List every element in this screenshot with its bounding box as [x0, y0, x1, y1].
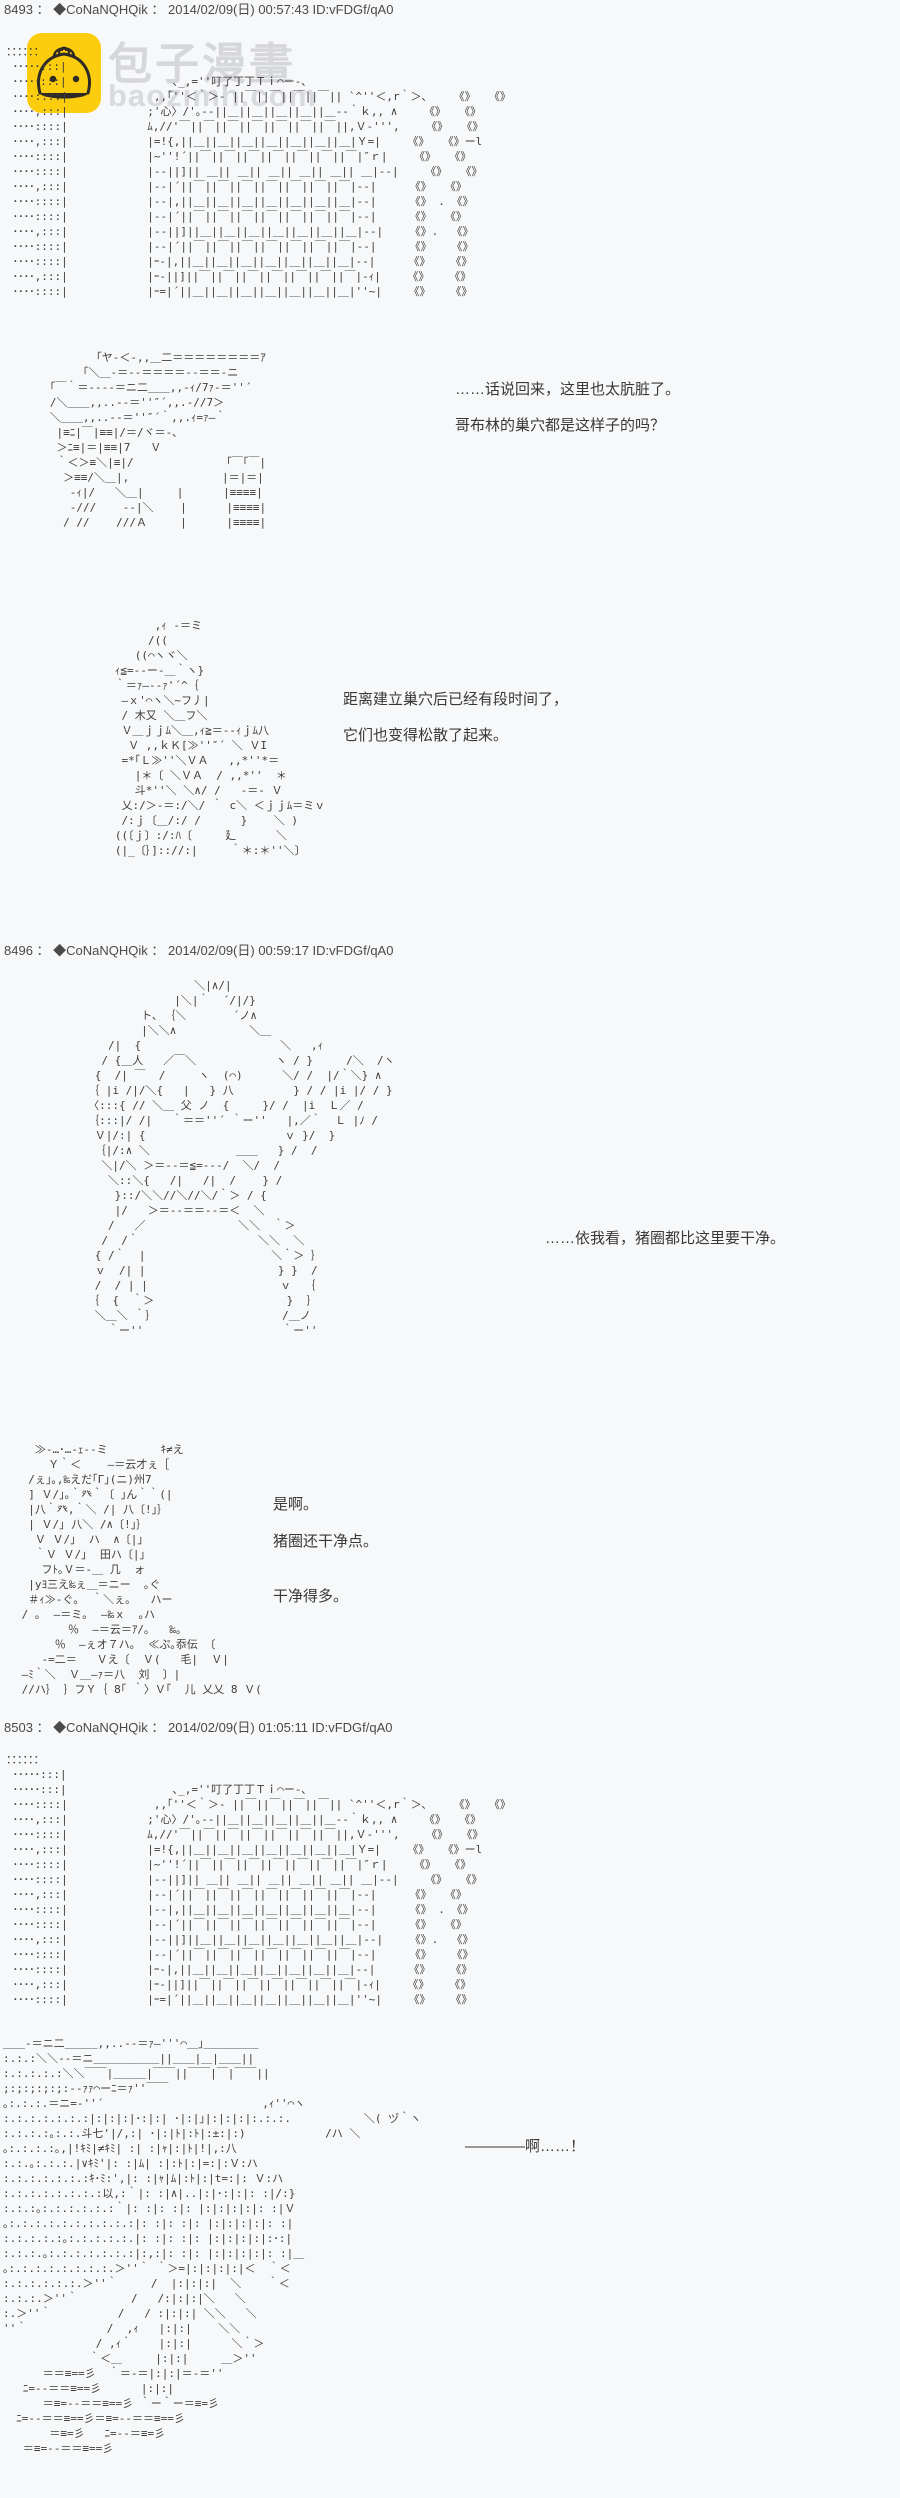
- dialogue-line-1: ……话说回来，这里也太肮脏了。: [455, 381, 681, 398]
- post-header-8493: 8493 ： ◆CoNaNQHQik ： 2014/02/09(日) 00:57…: [4, 2, 394, 17]
- post-header-8503: 8503 ： ◆CoNaNQHQik ： 2014/02/09(日) 01:05…: [4, 1720, 393, 1735]
- ascii-art-finale-scene: ＿＿-＝ニ二＿＿＿,,..--＝ｧ―'''⌒＿｣＿＿＿＿＿ :.:.:＼＼--＝…: [3, 2037, 422, 2455]
- watermark-title: 包子漫畫: [108, 40, 296, 89]
- ascii-art-crossbow: ｢ヤ-＜-,,＿二＝＝＝＝＝＝＝＝ｱ ｢＼＿-＝--＝＝＝＝--＝＝-ニ ｢￣｀…: [49, 351, 267, 529]
- dialogue-line-3: 距离建立巢穴后已经有段时间了，: [343, 691, 569, 708]
- baozi-logo-icon: [27, 33, 101, 113]
- ascii-art-goblin: ,ｨ -＝ミ /(( ((⌒ヽヾ＼ ｨ≦=-‐ー-＿｀ヽ} ｀＝ｧ―--ｧ'´^…: [114, 619, 326, 857]
- site-watermark: 包子漫畫 baozimh.com: [0, 0, 420, 140]
- ascii-art-goblin-cage-2: ：：：：：： ･････:::| ･････:::| ､_,=''叮了丁丁Ｔｉ⌒…: [6, 1753, 511, 2006]
- ascii-art-goblin-cage: ：：：：：： ･････:::| ･････:::| ､_,=''叮了丁丁Ｔｉ⌒…: [6, 45, 511, 298]
- post-header-8496: 8496 ： ◆CoNaNQHQik ： 2014/02/09(日) 00:59…: [4, 943, 394, 958]
- dialogue-line-4: 它们也变得松散了起来。: [343, 727, 509, 744]
- dialogue-line-9: ――――啊……！: [465, 2138, 586, 2155]
- dialogue-line-5: ……依我看，猪圈都比这里要干净。: [545, 1230, 786, 1247]
- dialogue-line-2: 哥布林的巢穴都是这样子的吗？: [455, 417, 666, 434]
- dialogue-line-7: 猪圈还干净点。: [273, 1533, 379, 1550]
- watermark-domain: baozimh.com: [108, 78, 318, 113]
- dialogue-line-8: 干净得多。: [273, 1588, 349, 1605]
- dialogue-line-6: 是啊。: [273, 1496, 319, 1513]
- ascii-art-second-goblin: ≫-…･…-ｪ--ミ ｷ≠え Ｙ｀＜ ―＝云才ぇ［ /ぇ｣｡,‰えだ｢Γ｣(ニ)…: [21, 1443, 262, 1696]
- ascii-art-direwolf: ＼|∧/| |＼|｀ ´/|/} ト､ ｛＼ ´ノ∧ |＼＼∧ ＼＿ /| { …: [88, 979, 395, 1337]
